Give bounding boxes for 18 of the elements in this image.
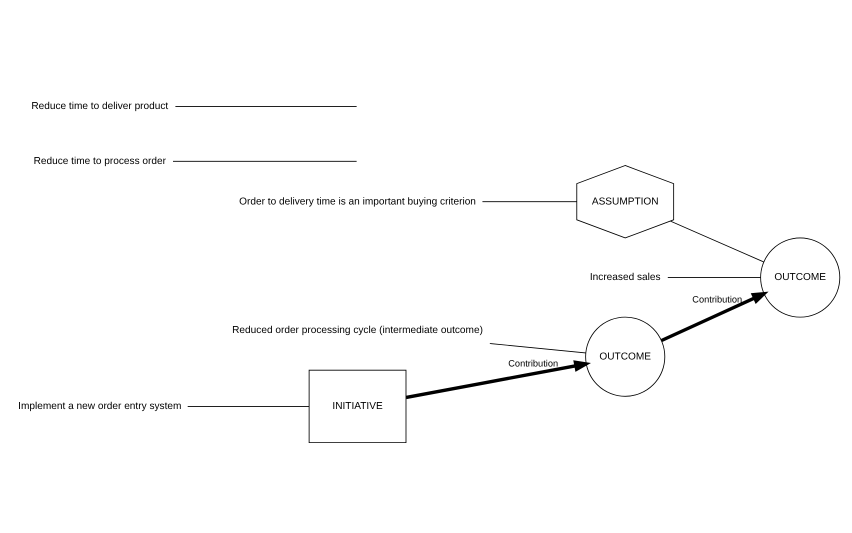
edge-label: Contribution bbox=[508, 358, 558, 368]
connector bbox=[489, 342, 586, 353]
node-circle: OUTCOME bbox=[585, 316, 666, 396]
node-text: Implement a new order entry system bbox=[18, 400, 182, 412]
connector bbox=[172, 160, 358, 162]
edge-label: Contribution bbox=[692, 294, 742, 304]
connector bbox=[482, 200, 577, 202]
node-text: Reduce time to deliver product bbox=[31, 100, 168, 112]
node-circle: OUTCOME bbox=[760, 237, 840, 318]
arrow bbox=[660, 291, 769, 342]
node-text: Increased sales bbox=[590, 272, 661, 283]
node-text: Reduced order processing cycle (intermediate outcome) bbox=[232, 324, 483, 336]
arrow bbox=[406, 360, 591, 399]
node-box: INITIATIVE bbox=[308, 369, 406, 443]
node-text: Reduce time to process order bbox=[34, 155, 166, 166]
connector bbox=[670, 220, 764, 262]
node-text: Order to delivery time is an important buying criterion bbox=[239, 196, 476, 207]
connector bbox=[667, 276, 761, 278]
